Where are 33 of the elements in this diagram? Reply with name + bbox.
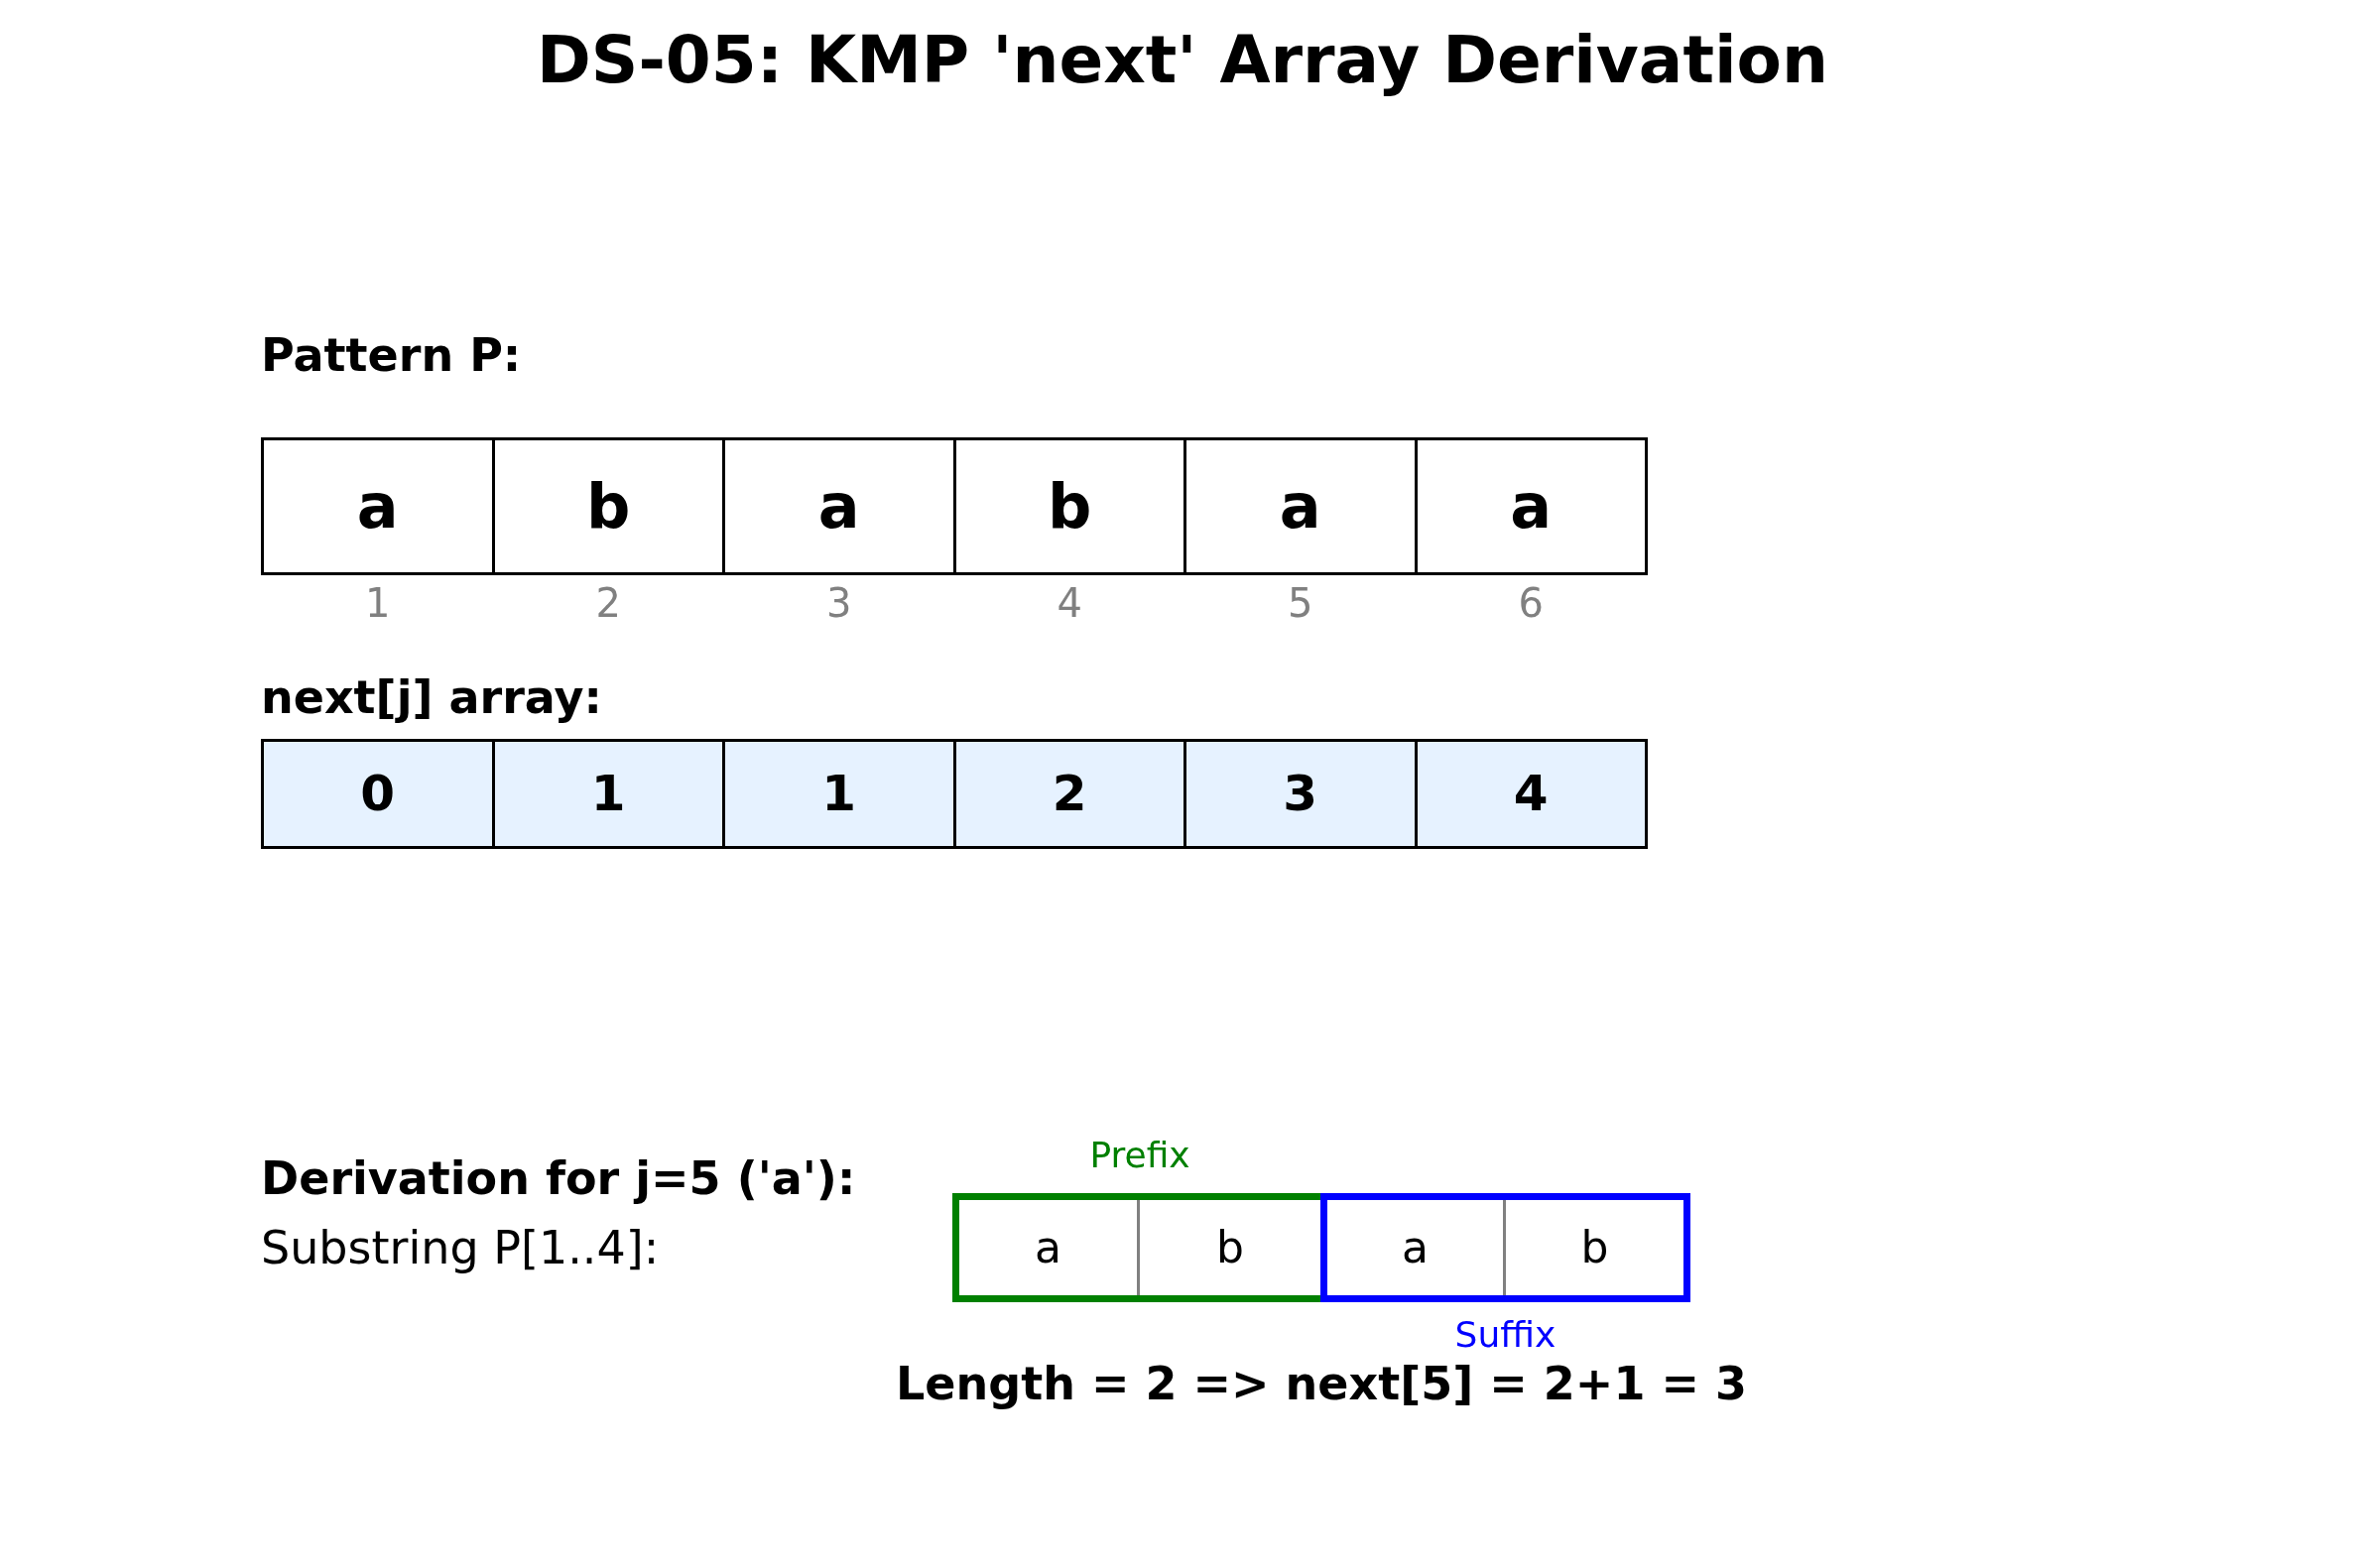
array-cell xyxy=(261,739,495,849)
index-number: 2 xyxy=(595,579,621,627)
cell-value: 4 xyxy=(1513,765,1549,823)
index-number: 4 xyxy=(1057,579,1082,627)
cell-value: b xyxy=(586,470,631,543)
section-label: Substring P[1..4]: xyxy=(261,1221,660,1276)
cell-value: a xyxy=(356,470,399,543)
cell-value: a xyxy=(1279,470,1321,543)
cell-value: b xyxy=(1048,470,1092,543)
section-label: next[j] array: xyxy=(261,670,602,726)
index-number: 6 xyxy=(1518,579,1544,627)
index-number: 3 xyxy=(826,579,852,627)
cell-letter: a xyxy=(1402,1222,1429,1273)
cell-value: a xyxy=(817,470,860,543)
index-number: 5 xyxy=(1288,579,1313,627)
cell-letter: b xyxy=(1580,1222,1609,1273)
index-number: 1 xyxy=(365,579,391,627)
cell-value: 0 xyxy=(360,765,396,823)
formula-text: Length = 2 => next[5] = 2+1 = 3 xyxy=(896,1357,1747,1412)
section-label: Derivation for j=5 ('a'): xyxy=(261,1151,856,1207)
cell-value: 2 xyxy=(1052,765,1087,823)
diagram-title: DS-05: KMP 'next' Array Derivation xyxy=(537,21,1828,100)
cell-value: 3 xyxy=(1283,765,1318,823)
array-cell xyxy=(722,739,956,849)
frame-caption: Prefix xyxy=(1089,1133,1190,1176)
cell-letter: a xyxy=(1035,1222,1061,1273)
frame-caption: Suffix xyxy=(1454,1313,1557,1357)
cell-value: 1 xyxy=(590,765,626,823)
cell-value: 1 xyxy=(821,765,857,823)
array-cell xyxy=(1183,739,1418,849)
section-label: Pattern P: xyxy=(261,328,522,384)
cell-value: a xyxy=(1510,470,1553,543)
cell-letter: b xyxy=(1216,1222,1244,1273)
